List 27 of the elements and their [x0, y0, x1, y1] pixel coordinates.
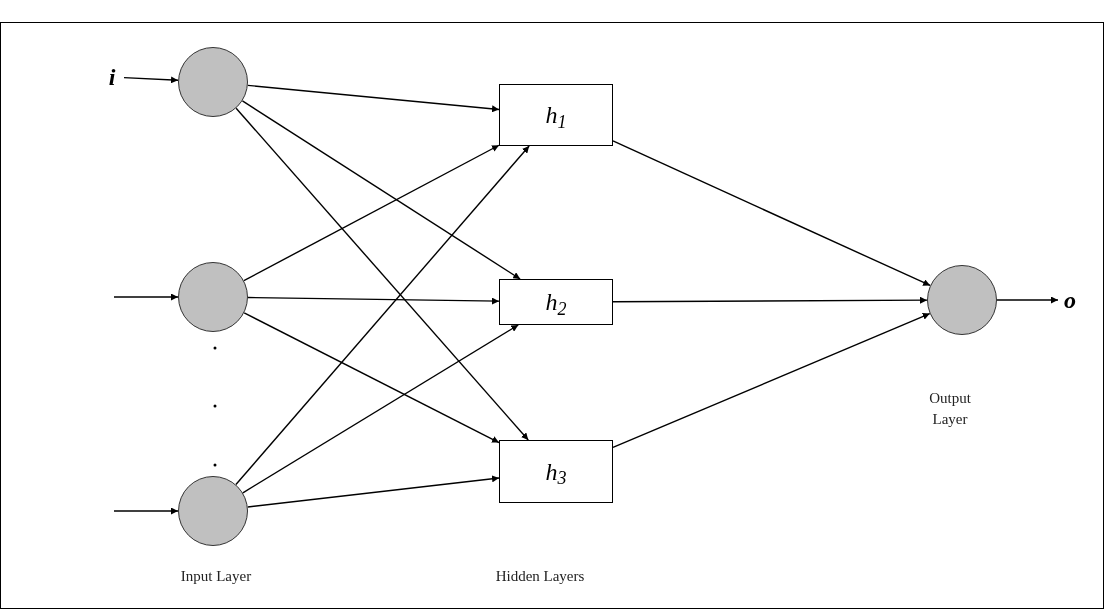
arrow	[241, 100, 521, 280]
arrow	[996, 296, 1059, 304]
arrow	[612, 140, 931, 287]
arrow	[243, 312, 500, 444]
arrow	[612, 312, 931, 449]
arrow	[247, 84, 500, 113]
arrow	[235, 145, 530, 486]
layer-label: Output Layer	[928, 389, 972, 429]
arrow	[612, 296, 928, 304]
hidden-node-box	[499, 279, 613, 325]
arrow	[247, 475, 500, 508]
variable-label: o	[1058, 285, 1082, 315]
node-label: h$_{2}$	[545, 288, 567, 320]
arrow	[235, 107, 529, 441]
layer-label: Input Layer	[179, 567, 253, 586]
layer-label: Hidden Layers	[494, 567, 586, 586]
arrow	[242, 324, 519, 494]
node-label: h$_{3}$	[545, 457, 567, 490]
arrow	[123, 76, 179, 84]
node-label: h$_{1}$	[545, 101, 567, 133]
arrow	[247, 296, 500, 305]
arrow	[243, 144, 500, 282]
hidden-node-box	[499, 84, 613, 146]
hidden-node-box	[499, 440, 613, 503]
variable-label: i	[100, 62, 124, 92]
arrow	[113, 507, 179, 515]
arrow	[113, 293, 179, 301]
